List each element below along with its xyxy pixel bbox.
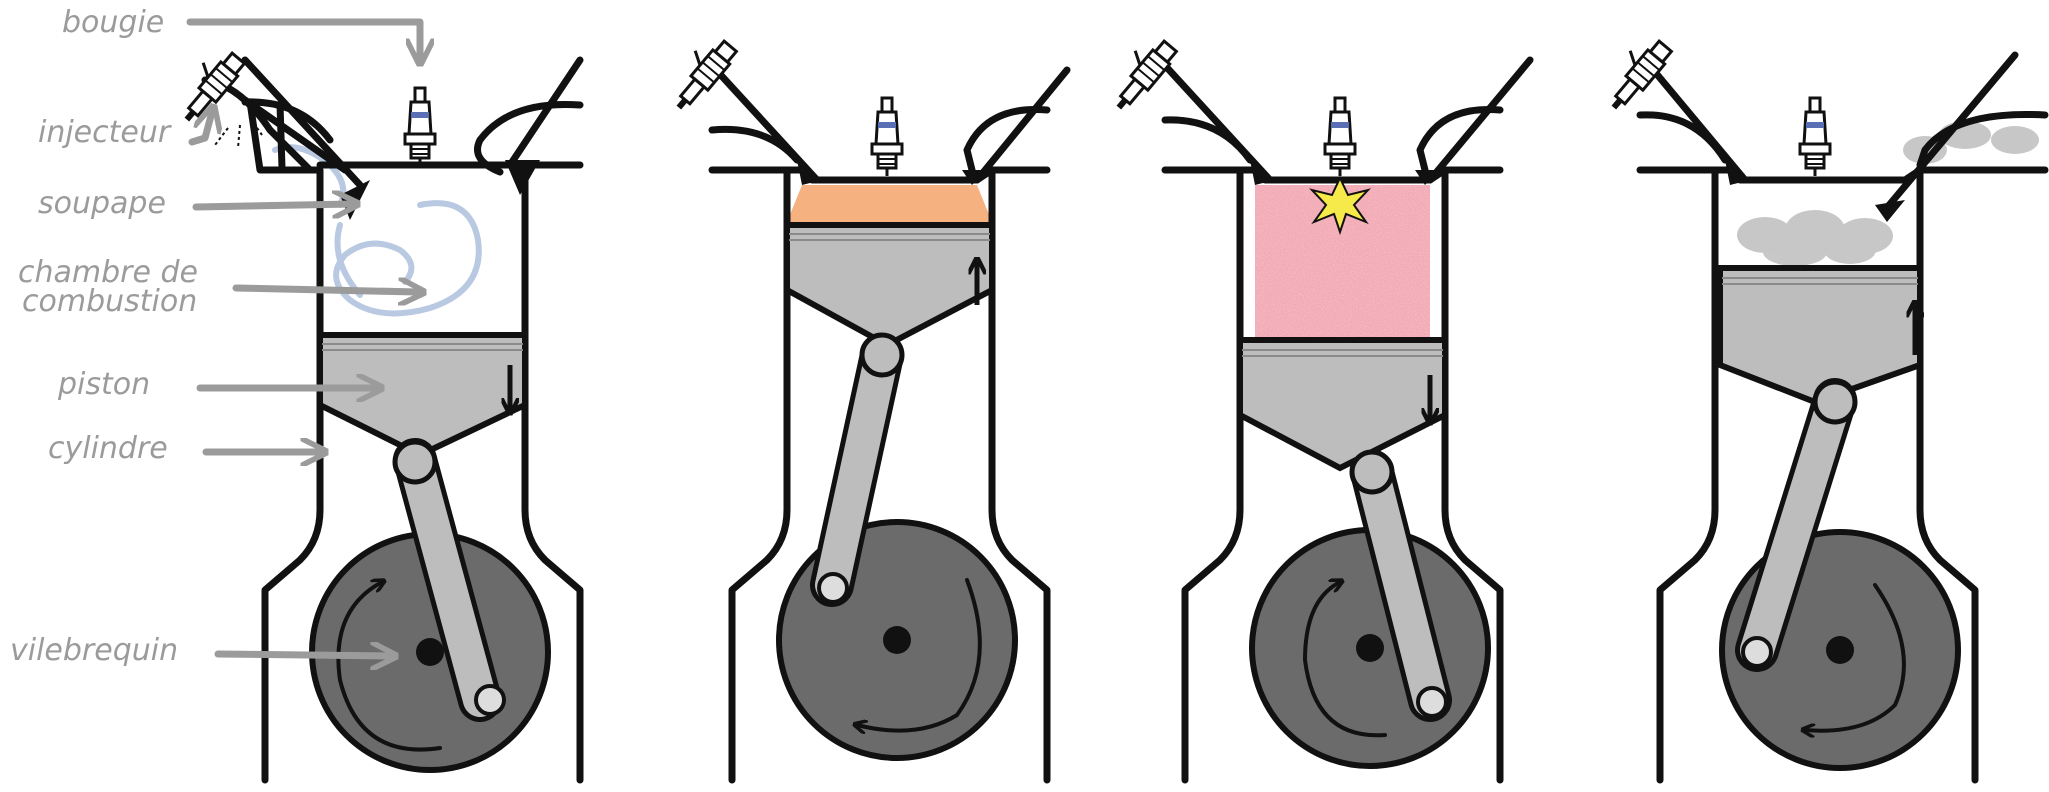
spark-plug-icon	[1325, 98, 1355, 176]
label-injecteur: injecteur	[38, 115, 172, 150]
piston	[787, 225, 992, 345]
label-chambre-line2: combustion	[22, 284, 197, 319]
piston	[320, 335, 525, 455]
label-pointer	[192, 112, 212, 142]
label-bougie: bougie	[62, 5, 164, 40]
spark-plug-icon	[1800, 98, 1830, 176]
label-piston: piston	[57, 367, 150, 402]
label-pointer	[236, 288, 418, 292]
engine-compression-stroke	[660, 31, 1067, 780]
label-cylindre: cylindre	[48, 431, 168, 466]
label-pointer	[196, 204, 352, 207]
label-pointer	[218, 654, 390, 656]
label-soupape: soupape	[38, 186, 166, 221]
engine-combustion-stroke	[1100, 31, 1530, 780]
exhaust-gas	[1737, 121, 2039, 266]
fuel-injector-icon	[1595, 31, 1673, 115]
label-vilebrequin: vilebrequin	[10, 633, 178, 668]
fuel-injector-icon	[660, 31, 738, 115]
spark-plug-icon	[872, 98, 902, 176]
piston	[1720, 268, 1920, 402]
fuel-injector-icon	[168, 43, 246, 127]
label-pointer	[190, 22, 420, 58]
piston	[1240, 340, 1445, 468]
engine-intake-stroke	[168, 43, 580, 780]
spark-plug-icon	[405, 88, 435, 166]
engine-exhaust-stroke	[1595, 31, 2045, 780]
